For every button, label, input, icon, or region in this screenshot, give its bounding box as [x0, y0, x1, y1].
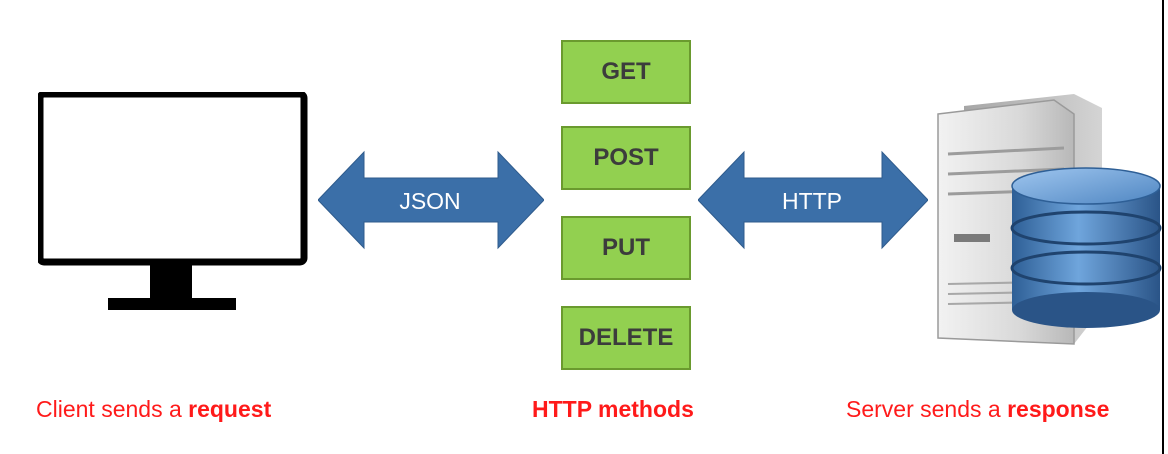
- method-delete: DELETE: [561, 306, 691, 370]
- http-arrow-label: HTTP: [781, 188, 843, 214]
- client-caption: Client sends a request: [36, 396, 271, 423]
- json-arrow-label: JSON: [399, 188, 461, 214]
- right-edge-border: [1162, 0, 1164, 454]
- methods-caption-title: HTTP methods: [532, 396, 694, 422]
- server-caption-prefix: Server sends a: [846, 396, 1008, 422]
- server-caption-bold: response: [1007, 396, 1110, 422]
- methods-caption: HTTP methods: [532, 396, 694, 423]
- json-arrow: [318, 150, 544, 250]
- method-get: GET: [561, 40, 691, 104]
- method-put: PUT: [561, 216, 691, 280]
- http-arrow: [698, 150, 928, 250]
- method-post: POST: [561, 126, 691, 190]
- server-caption: Server sends a response: [846, 396, 1109, 423]
- client-caption-prefix: Client sends a: [36, 396, 189, 422]
- monitor-icon: [38, 92, 308, 310]
- server-database-icon: [937, 94, 1162, 345]
- client-caption-bold: request: [188, 396, 272, 422]
